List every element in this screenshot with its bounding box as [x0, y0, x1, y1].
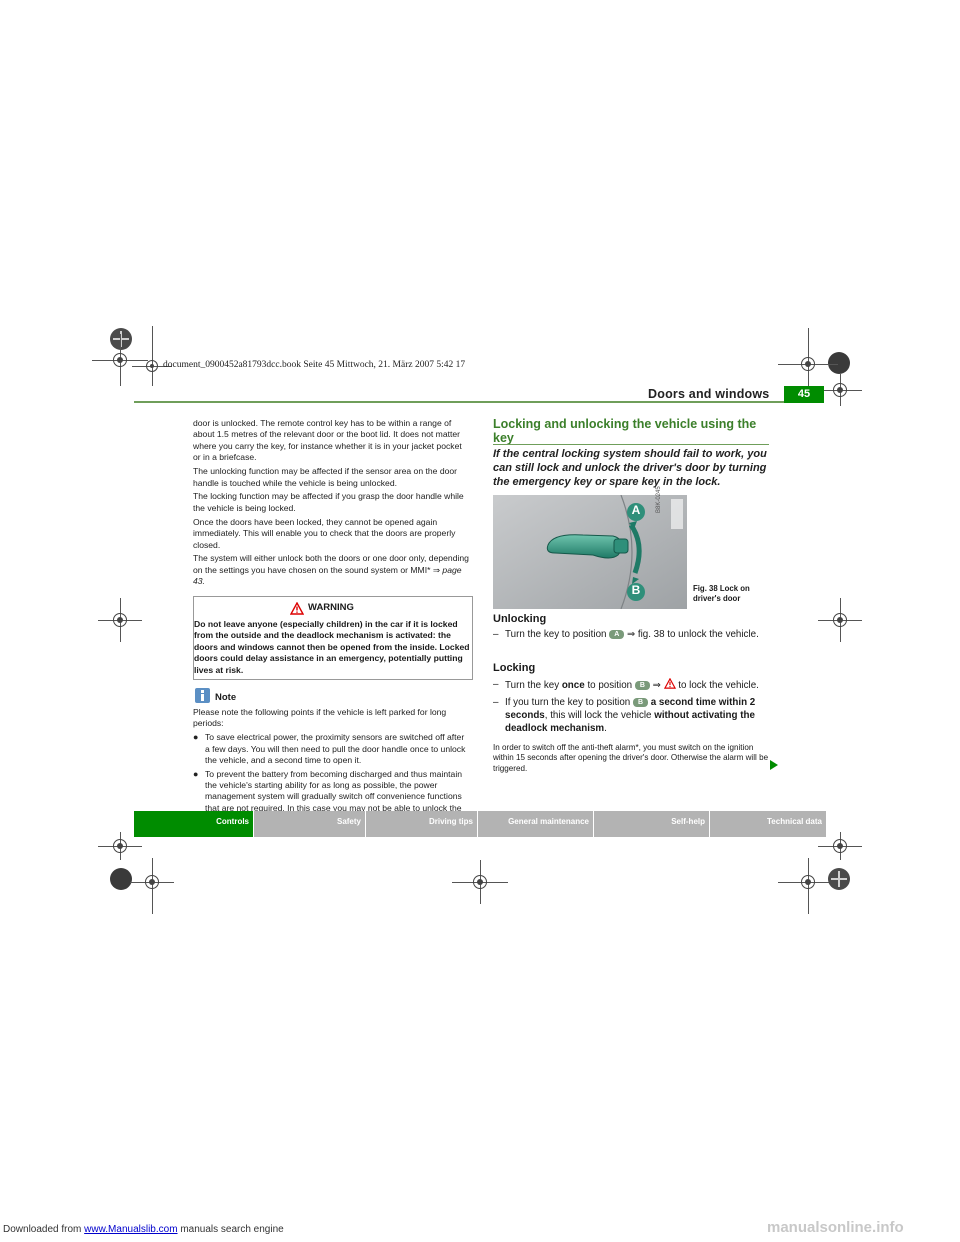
unlocking-heading: Unlocking — [493, 613, 547, 625]
tab-controls[interactable]: Controls — [134, 811, 254, 837]
door-lock-figure: A B B8K-0245 — [493, 486, 687, 610]
paragraph: The system will either unlock both the d… — [193, 553, 469, 587]
warning-title: WARNING — [308, 602, 354, 613]
left-column: door is unlocked. The remote control key… — [193, 418, 471, 590]
manualslib-link[interactable]: www.Manualslib.com — [84, 1224, 178, 1235]
page-reference-link[interactable]: ⇒ page 43. — [193, 564, 462, 587]
bullet-icon: ● — [193, 732, 199, 743]
section-intro: If the central locking system should fai… — [493, 448, 767, 488]
note-block: Please note the following points if the … — [193, 707, 471, 826]
key-position-b-icon: B — [633, 698, 648, 707]
paragraph: door is unlocked. The remote control key… — [193, 418, 462, 463]
note-title: Note — [215, 692, 237, 703]
key-position-a-icon: A — [609, 630, 625, 639]
tab-driving-tips[interactable]: Driving tips — [366, 811, 478, 837]
registration-star-icon — [110, 328, 132, 350]
figure-label-a: A — [631, 503, 641, 517]
list-item: ● To save electrical power, the proximit… — [193, 732, 466, 766]
paragraph: The locking function may be affected if … — [193, 491, 464, 513]
page-title: Doors and windows — [648, 387, 770, 401]
warning-box: WARNING Do not leave anyone (especially … — [193, 596, 473, 680]
warning-body: Do not leave anyone (especially children… — [194, 619, 470, 675]
paragraph: The unlocking function may be affected i… — [193, 466, 458, 488]
registration-dot-icon — [828, 352, 850, 374]
warning-triangle-icon — [289, 601, 305, 615]
section-rule — [493, 444, 769, 445]
tab-technical-data[interactable]: Technical data — [710, 811, 826, 837]
page-number: 45 — [784, 386, 824, 403]
download-footer: Downloaded from www.Manualslib.com manua… — [3, 1224, 284, 1235]
watermark: manualsonline.info — [767, 1219, 904, 1236]
note-info-icon — [195, 688, 210, 703]
note-intro: Please note the following points if the … — [193, 707, 447, 729]
book-info-line: document_0900452a81793dcc.book Seite 45 … — [163, 360, 466, 370]
list-item: – If you turn the key to position B a se… — [493, 697, 756, 734]
next-page-arrow-icon — [770, 760, 778, 770]
figure-caption: Fig. 38 Lock on driver's door — [693, 584, 750, 603]
registration-dot-icon — [110, 868, 132, 890]
tab-general-maintenance[interactable]: General maintenance — [478, 811, 594, 837]
figure-code: B8K-0245 — [656, 486, 662, 513]
tab-self-help[interactable]: Self-help — [594, 811, 710, 837]
list-item: – Turn the key to position A ⇒ fig. 38 t… — [493, 629, 759, 640]
paragraph: Once the doors have been locked, they ca… — [193, 516, 456, 550]
bullet-icon: ● — [193, 768, 199, 779]
section-tabs: Controls Safety Driving tips General mai… — [134, 811, 826, 837]
locking-heading: Locking — [493, 662, 536, 674]
tab-safety[interactable]: Safety — [254, 811, 366, 837]
warning-triangle-icon — [663, 677, 676, 689]
section-title: Locking and unlocking the vehicle using … — [493, 417, 757, 445]
alarm-note: In order to switch off the anti-theft al… — [493, 743, 769, 773]
registration-star-icon — [828, 868, 850, 890]
list-item: – Turn the key once to position B ⇒ to l… — [493, 677, 759, 691]
header-rule — [134, 401, 784, 403]
figure-label-b: B — [631, 583, 641, 597]
key-position-b-icon: B — [634, 681, 650, 690]
